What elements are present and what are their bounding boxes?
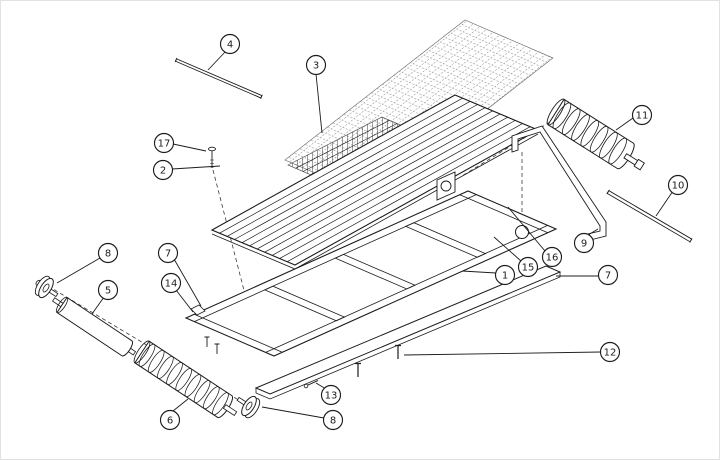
callout-7-right: 7 [556, 264, 619, 286]
leader-line [587, 228, 599, 236]
callout-circle [159, 409, 181, 431]
support-rod-top [174, 57, 263, 99]
leader-line [493, 236, 522, 262]
callout-label: 8 [105, 249, 111, 260]
callout-9: 9 [573, 228, 599, 254]
callout-label: 4 [227, 40, 233, 51]
leader-line [207, 50, 227, 71]
pulley-wheel-bottom [236, 395, 261, 419]
callout-circle [153, 132, 175, 154]
callout-label: 9 [581, 239, 587, 250]
callout-circle [667, 174, 689, 196]
leader-line [171, 165, 221, 170]
callout-circle [97, 279, 119, 301]
callout-label: 10 [672, 181, 685, 192]
screw-fastener [208, 146, 216, 168]
callout-circle [631, 104, 653, 126]
mounting-bolts [355, 344, 401, 377]
callout-4: 4 [207, 33, 241, 71]
callout-8-bottom: 8 [261, 406, 344, 431]
callout-label: 15 [522, 263, 535, 274]
frame-crossmember [334, 253, 416, 290]
callout-label: 7 [605, 271, 611, 282]
frame-mounting-plate [436, 171, 456, 201]
leader-line [461, 270, 497, 274]
callout-circle [322, 409, 344, 431]
callout-10: 10 [655, 174, 689, 217]
ribbed-roller [133, 340, 238, 419]
leader-line [507, 206, 546, 252]
ribbed-drum [546, 98, 645, 171]
callout-circle [305, 54, 327, 76]
frame-crossmember [404, 222, 487, 258]
pulley-wheel-left [34, 275, 59, 299]
leader-line [56, 257, 101, 284]
leader-line [615, 117, 634, 131]
leader-line [261, 406, 325, 419]
callout-label: 1 [502, 271, 508, 282]
callout-17: 17 [153, 132, 207, 154]
frame-crossmember [263, 285, 346, 322]
callout-label: 7 [165, 249, 171, 260]
callout-14: 14 [160, 272, 194, 313]
callout-11: 11 [615, 104, 653, 131]
callout-15: 15 [493, 236, 539, 278]
callout-label: 6 [167, 416, 173, 427]
callout-label: 12 [604, 348, 617, 359]
leader-line [172, 143, 207, 152]
callout-5: 5 [91, 279, 119, 315]
callout-circle [320, 384, 342, 406]
leader-line [91, 296, 105, 315]
callout-circle [599, 341, 621, 363]
smooth-roller [52, 296, 137, 357]
callout-circle [597, 264, 619, 286]
callout-label: 2 [160, 166, 166, 177]
callout-circle [152, 159, 174, 181]
leader-line [403, 351, 602, 356]
leader-line [655, 190, 674, 217]
callout-3: 3 [305, 54, 327, 134]
callout-6: 6 [159, 398, 189, 431]
callout-1: 1 [461, 264, 516, 286]
callout-2: 2 [152, 159, 221, 181]
main-frame [184, 171, 558, 357]
callout-circle [97, 242, 119, 264]
callout-12: 12 [403, 341, 621, 363]
small-bolt [303, 380, 319, 389]
callout-label: 13 [325, 391, 338, 402]
leader-line [173, 258, 202, 307]
callout-8-left: 8 [56, 242, 119, 284]
callout-label: 8 [330, 416, 336, 427]
tie-rod [606, 189, 693, 243]
panel-slats [219, 97, 531, 263]
callout-circle [541, 246, 563, 268]
callout-16: 16 [507, 206, 563, 268]
axle-brackets [190, 304, 220, 354]
callout-label: 16 [546, 253, 559, 264]
callout-label: 3 [313, 61, 319, 72]
callout-label: 14 [165, 279, 178, 290]
callout-circle [517, 256, 539, 278]
side-strip [254, 265, 562, 400]
leader-line [175, 289, 194, 313]
callout-circle [157, 242, 179, 264]
callout-circle [219, 33, 241, 55]
callout-circle [494, 264, 516, 286]
callout-label: 5 [105, 286, 111, 297]
leader-line [172, 398, 189, 412]
frame-mounting-hole [515, 225, 529, 239]
callout-circle [573, 232, 595, 254]
callout-7-left: 7 [157, 242, 202, 307]
callout-13: 13 [315, 382, 342, 406]
callout-label: 17 [158, 139, 171, 150]
callout-circle [160, 272, 182, 294]
callout-label: 11 [636, 111, 649, 122]
leader-line [315, 73, 323, 134]
